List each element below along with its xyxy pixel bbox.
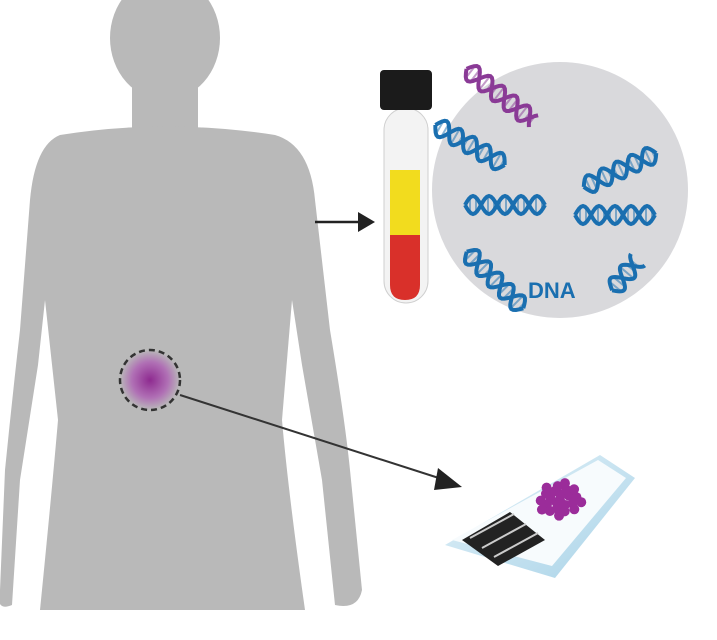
tumor-marker (118, 348, 182, 412)
plasma-layer (390, 170, 420, 235)
human-silhouette (0, 0, 362, 610)
dna-helix-icon (607, 252, 647, 294)
dna-label: DNA (528, 278, 576, 303)
tissue-cell (535, 495, 546, 506)
barcode-label (462, 512, 545, 566)
dna-helix-icon (463, 248, 527, 312)
tissue-cell (544, 506, 555, 517)
tube-cap (380, 70, 432, 110)
tissue-cell (554, 510, 565, 521)
blood-tube (380, 70, 432, 304)
dna-helix-icon (433, 118, 507, 172)
arrow-to-blood-tube (315, 212, 375, 232)
tissue-sample (535, 478, 587, 521)
dna-helix-icon (573, 203, 657, 227)
tissue-cell (559, 478, 570, 489)
tissue-cell (569, 504, 580, 515)
dna-magnified-circle: DNA (432, 62, 688, 318)
dna-helix-icon (581, 146, 659, 194)
tissue-slide (445, 455, 635, 578)
dna-helix-icon (463, 193, 547, 217)
blood-layer (390, 235, 420, 300)
tissue-cell (541, 482, 552, 493)
arrow-to-tissue-slide (179, 394, 462, 490)
tissue-cell (576, 497, 587, 508)
tissue-cell (536, 504, 547, 515)
tissue-cell (569, 484, 580, 495)
dna-helix-icon (463, 63, 539, 128)
